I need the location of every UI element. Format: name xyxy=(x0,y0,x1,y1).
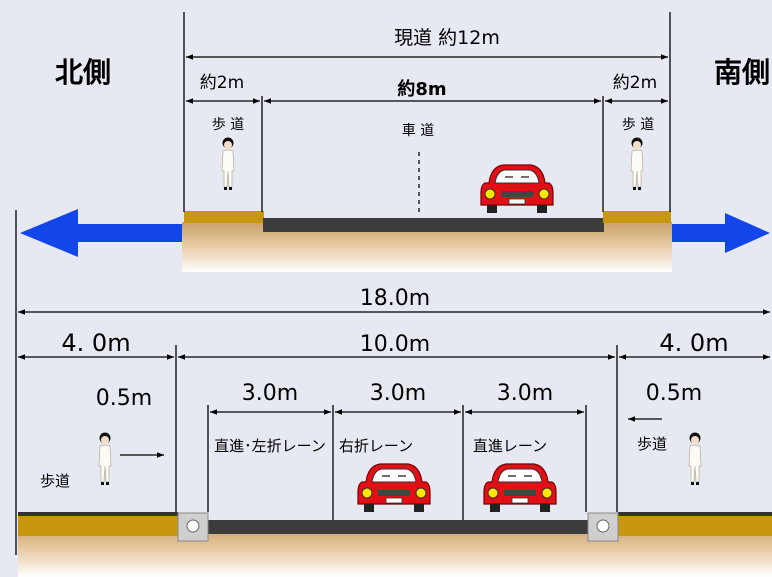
pedestrian-icon xyxy=(98,432,112,486)
north-arrow xyxy=(20,209,182,257)
planned-road-section: 18.0m 4. 0m 10.0m 4. 0m 0.5m 0.5m 3.0m 3… xyxy=(15,210,772,577)
current-roadway-text: 車 道 xyxy=(402,122,434,139)
planned-sidewalk-left-text: 歩道 xyxy=(40,472,70,490)
planned-right-offset: 0.5m xyxy=(646,381,702,406)
current-roadway xyxy=(263,218,604,232)
lane3-width: 3.0m xyxy=(497,381,553,406)
lane3-text: 直進レーン xyxy=(473,437,547,455)
south-label: 南側 xyxy=(714,56,770,89)
current-sidewalk-right-width: 約2m xyxy=(613,73,657,93)
planned-left-offset: 0.5m xyxy=(96,386,152,411)
pedestrian-icon xyxy=(688,432,702,486)
car-icon xyxy=(483,463,557,513)
car-icon xyxy=(357,463,431,513)
curb-right xyxy=(587,512,619,542)
current-sidewalk-left-width: 約2m xyxy=(200,73,244,93)
current-sidewalk-right-text: 歩 道 xyxy=(622,117,654,133)
lane1-text: 直進･左折レーン xyxy=(214,437,326,455)
planned-total-width: 18.0m xyxy=(360,286,430,311)
current-sidewalk-left-text: 歩 道 xyxy=(212,117,244,133)
pedestrian-icon xyxy=(630,137,644,191)
car-icon xyxy=(480,164,554,214)
planned-sidewalk-right-text: 歩道 xyxy=(637,435,667,453)
north-label: 北側 xyxy=(55,56,111,89)
south-arrow xyxy=(672,213,770,253)
lane2-text: 右折レーン xyxy=(339,437,413,455)
lane1-width: 3.0m xyxy=(242,381,298,406)
current-road-section: 現道 約12m 北側 南側 約2m 約8m 約2m 歩 道 車 道 歩 道 xyxy=(20,12,770,272)
current-sidewalk-right xyxy=(603,211,671,223)
planned-center-width: 10.0m xyxy=(360,332,430,357)
pedestrian-icon xyxy=(221,137,235,191)
planned-right-zone-width: 4. 0m xyxy=(659,329,728,357)
planned-left-zone-width: 4. 0m xyxy=(61,329,130,357)
lane2-width: 3.0m xyxy=(370,381,426,406)
current-sidewalk-left xyxy=(184,211,264,223)
current-total-width: 現道 約12m xyxy=(394,27,500,49)
planned-roadway xyxy=(206,520,588,534)
current-roadway-width: 約8m xyxy=(397,78,446,100)
